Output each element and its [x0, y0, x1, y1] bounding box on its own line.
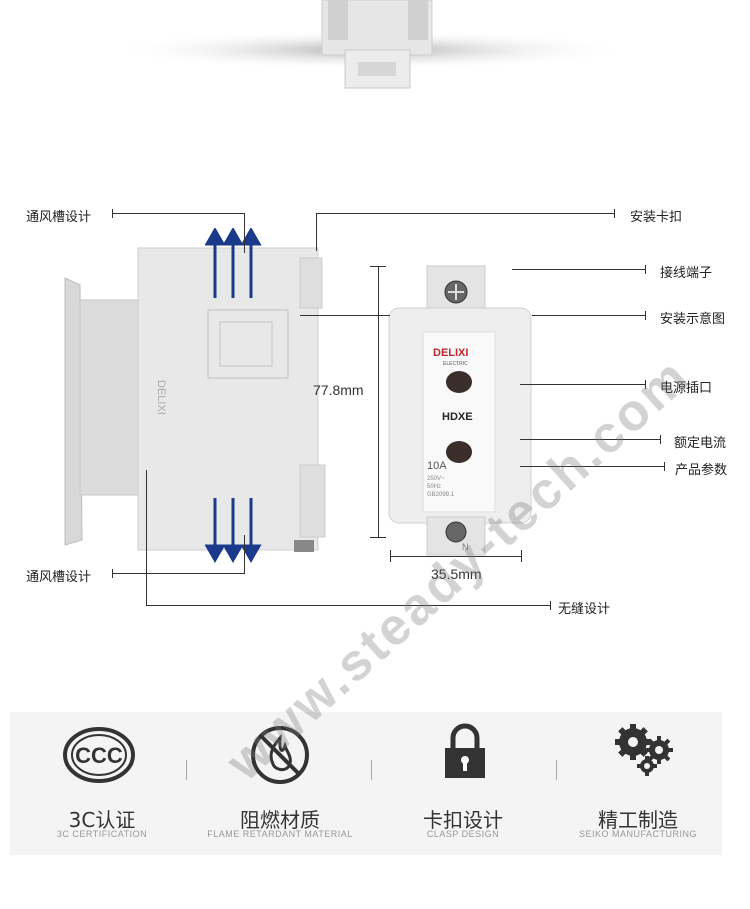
leader-params-h	[520, 466, 664, 467]
feature-bar: CCC 3C认证 3C CERTIFICATION 阻燃材质 FLAME RET…	[10, 712, 722, 855]
terminal-mark: N	[462, 542, 469, 552]
ccc-icon: CCC	[63, 727, 135, 783]
leader-clasp-tick	[614, 209, 615, 218]
callout-vent-bottom: 通风槽设计	[26, 570, 92, 585]
callout-terminal: 接线端子	[660, 266, 713, 281]
width-dimension: 35.5mm	[431, 566, 482, 582]
callout-socket: 电源插口	[660, 381, 713, 396]
no-fire-icon	[251, 726, 309, 784]
feature-subtitle: CLASP DESIGN	[426, 829, 500, 839]
feature-subtitle: 3C CERTIFICATION	[56, 829, 148, 839]
leader-vent-top-h	[112, 213, 245, 214]
callout-params: 产品参数	[675, 463, 728, 478]
device-brand-sub: ELECTRIC	[443, 361, 468, 367]
feature-flame: 阻燃材质 FLAME RETARDANT MATERIAL	[195, 712, 365, 855]
leader-params-tick	[664, 462, 665, 471]
callout-rated-current: 额定电流	[674, 436, 727, 451]
airflow-arrows	[204, 226, 265, 568]
feature-subtitle: FLAME RETARDANT MATERIAL	[207, 829, 353, 839]
height-dim-cap-bottom	[370, 537, 386, 538]
top-product-image	[0, 0, 750, 110]
feature-title: 精工制造	[598, 808, 678, 832]
device-model: HDXE	[442, 411, 473, 423]
width-dim-cap-right	[521, 550, 522, 562]
device-spec-2: 50Hz	[427, 484, 442, 490]
device-brand: DELIXI	[433, 347, 469, 359]
feature-title: 阻燃材质	[240, 808, 320, 832]
callout-vent-top: 通风槽设计	[26, 210, 92, 225]
device-spec-1: 250V~	[427, 476, 445, 482]
feature-seiko: 精工制造 SEIKO MANUFACTURING	[553, 712, 723, 855]
leader-install-tick	[645, 311, 646, 320]
leader-vent-top-v	[244, 213, 245, 253]
leader-seamless-v	[146, 470, 147, 605]
gears-icon	[615, 724, 673, 776]
leader-socket-tick	[645, 380, 646, 389]
svg-text:CCC: CCC	[75, 743, 123, 768]
leader-install-left	[300, 315, 390, 316]
callout-clasp: 安装卡扣	[630, 210, 683, 225]
leader-current-tick	[660, 435, 661, 444]
feature-title: 3C认证	[68, 808, 136, 832]
feature-clasp: 卡扣设计 CLASP DESIGN	[378, 712, 548, 855]
leader-socket-h	[520, 384, 645, 385]
feature-divider	[371, 760, 372, 780]
leader-clasp-h	[316, 213, 614, 214]
feature-divider	[186, 760, 187, 780]
feature-divider	[556, 760, 557, 780]
feature-title: 卡扣设计	[423, 808, 503, 832]
callout-seamless: 无缝设计	[558, 602, 611, 617]
height-dim-line	[378, 266, 379, 538]
leader-seamless-h	[146, 605, 550, 606]
leader-vent-bottom-v	[244, 535, 245, 573]
side-view-device: DELIXI	[60, 240, 340, 560]
height-dimension: 77.8mm	[313, 382, 364, 398]
width-dim-line	[390, 556, 522, 557]
leader-seamless-tick	[550, 601, 551, 610]
width-dim-cap-left	[390, 550, 391, 562]
leader-install-right	[532, 315, 645, 316]
device-spec-3: GB2099.1	[427, 492, 455, 498]
padlock-icon	[445, 723, 485, 778]
callout-install-diagram: 安装示意图	[660, 312, 726, 327]
front-view-device	[385, 262, 535, 562]
leader-current-h	[520, 439, 660, 440]
feature-subtitle: SEIKO MANUFACTURING	[578, 829, 697, 839]
leader-terminal-tick	[645, 265, 646, 274]
svg-text:DELIXI: DELIXI	[155, 380, 167, 415]
leader-terminal-h	[512, 269, 645, 270]
feature-3c: CCC 3C认证 3C CERTIFICATION	[17, 712, 187, 855]
leader-clasp-v	[316, 213, 317, 251]
device-current: 10A	[427, 460, 447, 472]
height-dim-cap-top	[370, 266, 386, 267]
leader-vent-bottom-h	[112, 573, 245, 574]
